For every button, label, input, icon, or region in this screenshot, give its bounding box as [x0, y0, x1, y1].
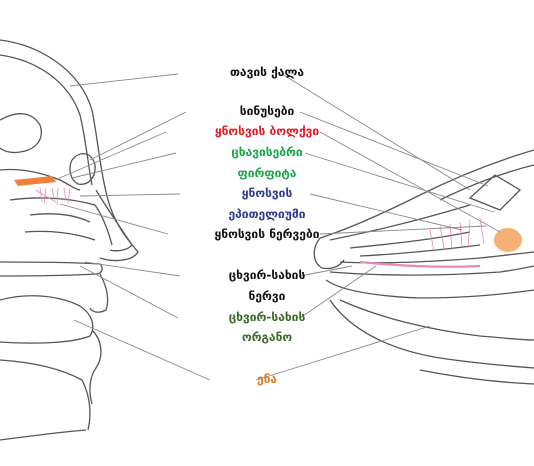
human-lower-lip	[89, 329, 102, 405]
human-olfactory-epithelium	[35, 187, 71, 206]
leader-bulb-left	[54, 131, 167, 181]
human-tongue	[0, 295, 94, 344]
dog-nose-tip	[313, 237, 345, 270]
human-brain-fold	[0, 113, 42, 154]
leader-lines-right	[255, 73, 501, 381]
dog-ethmoid-frame	[468, 174, 522, 211]
leader-vno-left	[79, 265, 179, 319]
human-upper-lip	[89, 273, 109, 313]
dog-nasal-bone	[329, 204, 471, 241]
human-olfactory-bulb	[14, 176, 56, 186]
leader-cribriform-left	[71, 152, 177, 179]
dog-throat	[419, 369, 534, 385]
human-chin	[0, 429, 87, 441]
label-olfactory-nerves: ყნოსვის ნერვები	[214, 227, 320, 241]
leader-sinus-left	[89, 111, 187, 161]
label-skull: თავის ქალა	[229, 65, 304, 79]
leader-vno-right	[299, 265, 377, 319]
dog-palate	[329, 265, 534, 276]
label-cribriform-2: ფირფიტა	[237, 166, 297, 180]
dog-tongue	[339, 299, 534, 341]
dog-lower-jaw	[329, 299, 534, 369]
leader-tongue-right	[255, 325, 431, 381]
leader-bulb-right	[319, 131, 501, 233]
dog-skull-top	[319, 149, 534, 239]
label-olfactory-epithelium-2: ეპითელიუმი	[228, 207, 306, 221]
human-nasal-cavity	[9, 197, 113, 246]
leader-epithelium-right	[309, 193, 463, 231]
leader-skull-right	[281, 73, 471, 191]
human-jaw	[0, 359, 91, 431]
human-brain-fold-2	[0, 168, 81, 191]
human-turbinate-1	[29, 213, 91, 223]
human-turbinate-2	[24, 230, 96, 241]
human-skull-outline	[0, 39, 139, 262]
leader-sinus-right	[299, 111, 489, 187]
leader-nasopalatine-left	[84, 261, 181, 277]
label-cribriform-1: ცხავისებრი	[231, 145, 303, 159]
dog-vomeronasal-organ	[359, 260, 481, 268]
dog-skull-inner	[439, 164, 534, 201]
label-olfactory-bulb: ყნოსვის ბოლქვი	[214, 124, 320, 138]
label-vomeronasal-1: ცხვირ-სახის	[228, 310, 306, 324]
leader-lines-left	[54, 73, 211, 381]
leader-skull-left	[69, 73, 179, 87]
label-olfactory-epithelium-1: ყნოსვის	[241, 186, 293, 200]
label-nasopalatine-2: ნერვი	[248, 289, 286, 303]
leader-nerves-left	[59, 203, 169, 235]
human-nose-outline	[95, 189, 133, 252]
leader-tongue-left	[73, 319, 211, 381]
human-head-section	[0, 39, 139, 441]
dog-olfactory-bulb	[494, 228, 522, 252]
leader-nerves-right	[319, 225, 487, 235]
label-vomeronasal-2: ორგანო	[241, 330, 293, 344]
human-skull-inner	[0, 54, 93, 186]
dog-olfactory-epithelium	[429, 217, 485, 253]
label-sinuses: სინუსები	[239, 104, 295, 118]
leader-nasopalatine-right	[299, 265, 353, 277]
dog-turbinate-1	[349, 231, 471, 249]
leader-cribriform-right	[304, 152, 495, 213]
dog-turbinate-2	[359, 244, 481, 257]
dog-nasal-floor	[339, 251, 534, 264]
label-tongue: ენა	[256, 372, 278, 386]
human-palate	[0, 261, 103, 277]
label-nasopalatine-1: ცხვირ-სახის	[228, 268, 306, 282]
dog-head-section	[313, 149, 534, 385]
leader-epithelium-left	[79, 193, 181, 197]
dog-upper-jaw	[325, 279, 534, 299]
